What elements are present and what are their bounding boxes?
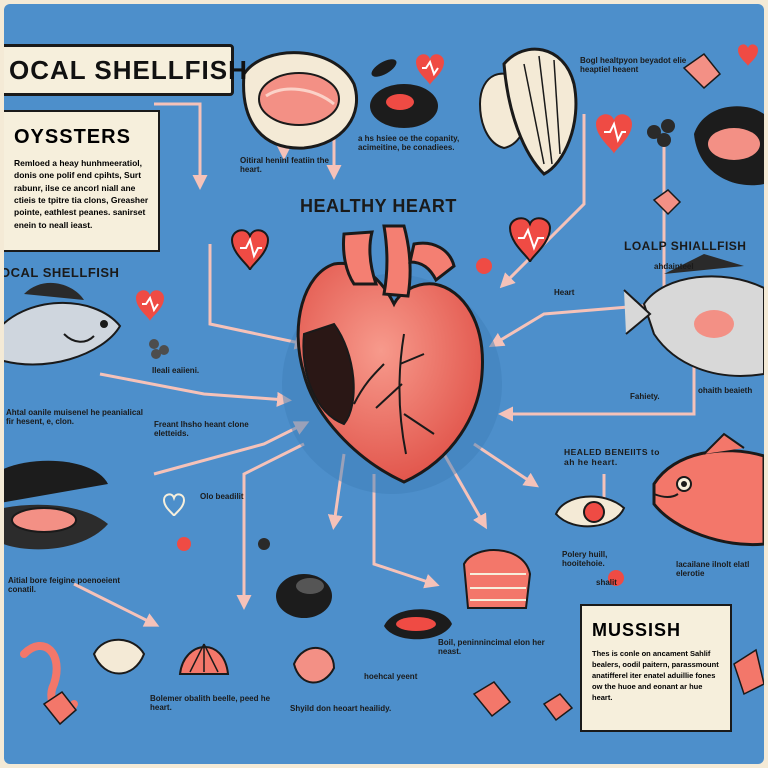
top-center-note: a hs hsiee oe the copanity, acimeitine, … bbox=[358, 134, 460, 153]
left-fish-illustration bbox=[4, 282, 169, 366]
anatomical-heart bbox=[282, 224, 502, 494]
oyster-illustration bbox=[242, 51, 359, 150]
left-section-heading: OCAL SHELLFISH bbox=[4, 265, 120, 280]
right-sub-label: ahdainteel bbox=[654, 262, 694, 271]
benefits-heading: HEALED BENEIITS to ah he heart. bbox=[564, 447, 660, 467]
oie-note: Olo beadilit bbox=[200, 492, 244, 501]
hoshel-label: hoehcal yeent bbox=[364, 672, 418, 681]
infographic-artwork bbox=[4, 44, 764, 726]
fahiety-label: Fahiety. bbox=[630, 392, 660, 401]
clam-shell-illustration bbox=[478, 47, 578, 176]
mussish-box: MUSSISH Thes is conle on ancament Sahlif… bbox=[580, 604, 732, 732]
top-left-note: Oitiral heninl featiin the heart. bbox=[240, 156, 329, 175]
shalit-label: shalit bbox=[596, 578, 617, 587]
right-fish-illustration bbox=[623, 254, 764, 377]
mussel-small-illustration bbox=[370, 59, 438, 128]
bottom-center-note: Boil, peninnincimal elon her neast. bbox=[438, 638, 545, 657]
center-left-note: Freant lhsho heant clone eletteids. bbox=[154, 420, 249, 439]
left-mid-note: Ahtal oanile muisenel he peanialical fir… bbox=[6, 408, 143, 427]
infographic-panel: OCAL SHELLFISH HEALTHY HEART OYSSTERS Re… bbox=[4, 4, 764, 764]
bottom-mid-note: Shyild don heoart heailidy. bbox=[290, 704, 392, 713]
heart-title: HEALTHY HEART bbox=[300, 196, 457, 216]
heart-small-label: Heart bbox=[554, 288, 575, 297]
bottom-left-note: Bolemer obalith beelle, peed he heart. bbox=[150, 694, 271, 713]
left-lower-note: Aitial bore feigine poenoeient conatil. bbox=[8, 576, 121, 595]
right-section-heading: LOALP SHIALLFISH bbox=[624, 239, 747, 253]
right-lower-note: lacailane ilnolt elatl elerotie bbox=[676, 560, 750, 579]
lower-shells-illustration bbox=[20, 258, 764, 726]
left-mussel-illustration bbox=[4, 460, 108, 550]
benefit-clam-illustration bbox=[554, 495, 626, 528]
fish-left-note: Ileali eaiieni. bbox=[152, 366, 200, 375]
top-right-note: Bogl healtpyon beyadot elie heaptiel hea… bbox=[580, 56, 687, 75]
main-title: OCAL SHELLFISH bbox=[4, 44, 247, 96]
red-fish-illustration bbox=[652, 432, 764, 547]
oysters-body: Remloed a heay hunhmeeratiol, donis one … bbox=[14, 158, 149, 230]
right-oyster-illustration bbox=[647, 52, 764, 216]
oysters-box: OYSSTERS Remloed a heay hunhmeeratiol, d… bbox=[4, 110, 160, 252]
right-fish-note: ohaith beaieth bbox=[698, 386, 753, 395]
pulse-heart-icons bbox=[136, 44, 758, 517]
mussish-heading: MUSSISH bbox=[592, 620, 682, 640]
oysters-heading: OYSSTERS bbox=[14, 126, 131, 148]
polary-note: Polery huill, hooitehoie. bbox=[562, 550, 608, 569]
mussish-body: Thes is conle on ancament Sahlif bealers… bbox=[592, 649, 719, 702]
